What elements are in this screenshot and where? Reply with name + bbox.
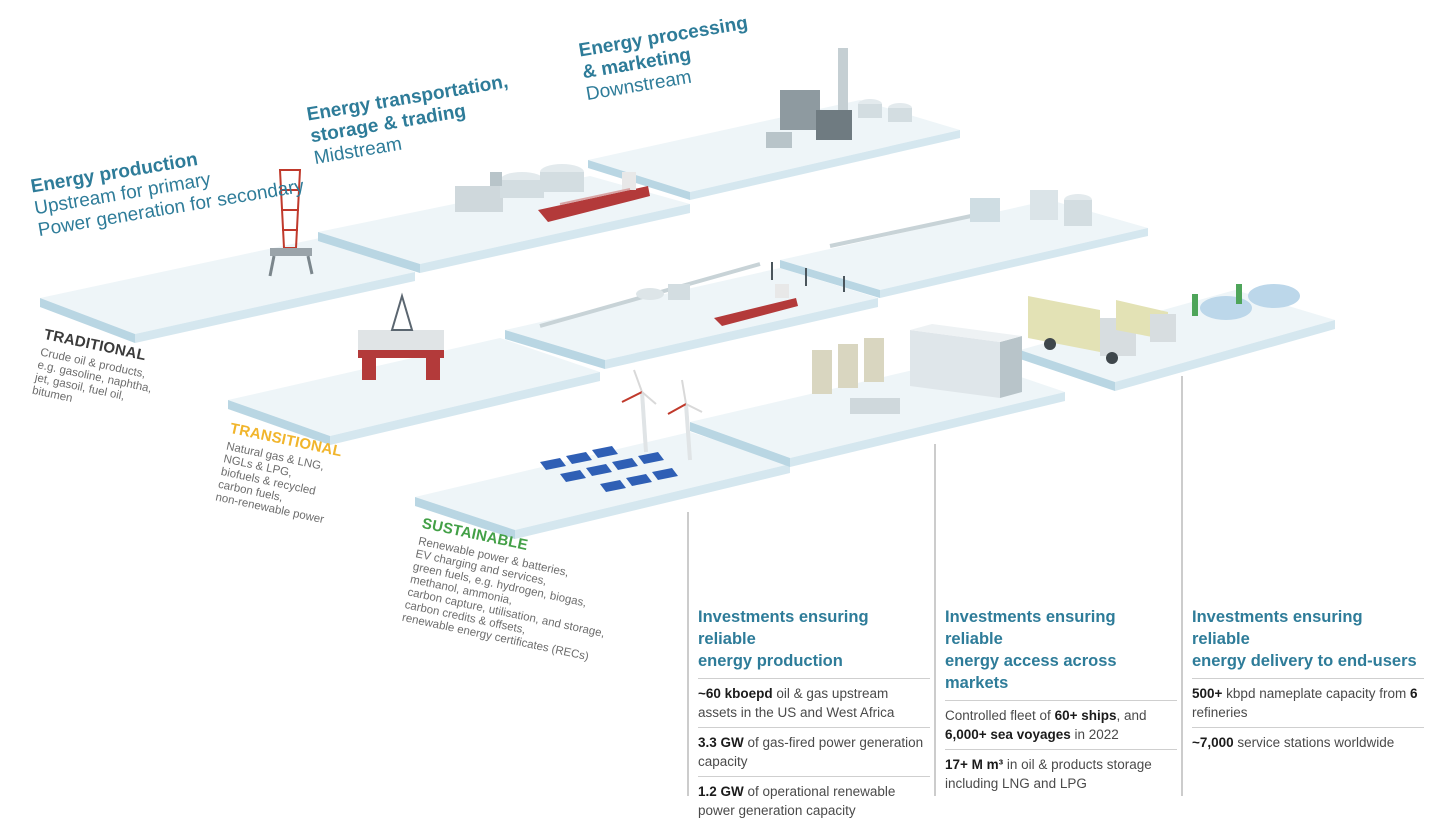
gas-processing-plant-icon [829,190,1092,248]
hydrogen-tanks-icon [812,338,900,414]
column-item: ~7,000 service stations worldwide [1192,735,1395,750]
oil-tanker-icon [538,172,650,222]
investment-column-midstream: Investments ensuring reliable energy acc… [935,606,1177,796]
solar-panels-icon [540,446,678,492]
truck-icon [1028,296,1176,364]
investment-column-production: Investments ensuring reliable energy pro… [688,606,930,818]
refinery-icon [766,48,912,148]
platform-transitional-downstream [780,200,1148,298]
column-item: 1.2 GW of operational renewable power ge… [698,784,896,818]
gas-pipeline-icon [539,262,761,328]
column-item: 3.3 GW of gas-fired power generation cap… [698,728,930,777]
platform-transitional-production [228,338,600,445]
wind-turbines-icon [621,369,703,461]
platform-sustainable-downstream [1020,290,1335,391]
offshore-platform-icon [358,292,444,380]
electric-vehicles-icon [1192,284,1300,320]
column-item: 17+ M m³ in oil & products storage inclu… [945,757,1152,791]
column-item: ~60 kboepd oil & gas upstream assets in … [698,679,930,728]
oil-derrick-icon [268,169,314,277]
platform-sustainable-production [415,432,790,539]
lng-carrier-icon [714,284,798,326]
column-heading: Investments ensuring reliable energy pro… [698,606,930,679]
column-heading: Investments ensuring reliable energy del… [1192,606,1424,679]
storage-tanks-icon [455,164,584,212]
investment-column-downstream: Investments ensuring reliable energy del… [1182,606,1424,796]
office-building-icon [910,324,1022,398]
column-heading: Investments ensuring reliable energy acc… [945,606,1177,701]
platform-traditional-production [40,238,415,343]
column-item: Controlled fleet of 60+ ships, and 6,000… [945,701,1177,750]
column-item: 500+ kbpd nameplate capacity from 6 refi… [1192,679,1424,728]
power-pylon-icon [771,262,845,292]
